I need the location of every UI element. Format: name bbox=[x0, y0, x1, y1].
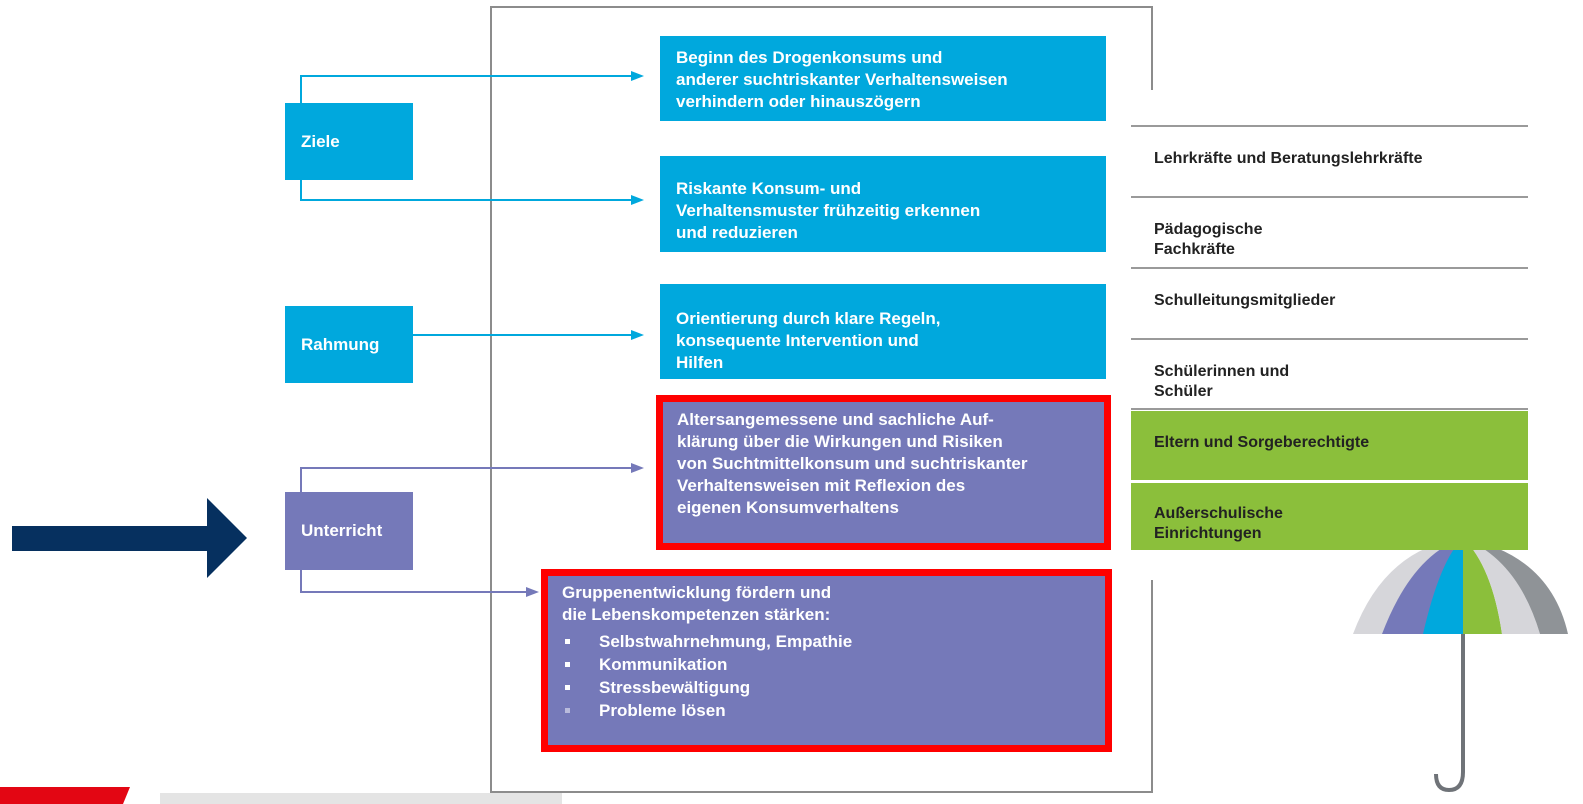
goal-text-line: Altersangemessene und sachliche Auf- bbox=[677, 410, 994, 429]
side-label-text: Ziele bbox=[301, 131, 340, 151]
arrowhead-ziele-goal2 bbox=[631, 195, 644, 205]
audience-pedagogical-staff: Pädagogische Fachkräfte bbox=[1154, 220, 1262, 260]
goal-text-line: Hilfen bbox=[676, 353, 724, 372]
goal-text-line: Riskante Konsum- und bbox=[676, 179, 862, 198]
list-item: Kommunikation bbox=[562, 653, 1093, 676]
list-item-text: Probleme lösen bbox=[599, 701, 726, 720]
bullet-square-icon bbox=[565, 685, 570, 690]
goal-text-line: klärung über die Wirkungen und Risiken bbox=[677, 432, 1003, 451]
divider-line bbox=[1131, 196, 1528, 198]
arrowhead-ziele-goal1 bbox=[631, 71, 644, 81]
goal-text-line: Verhaltensweisen mit Reflexion des bbox=[677, 476, 966, 495]
goal-text-line: Orientierung durch klare Regeln, bbox=[676, 309, 941, 328]
goal-box-early-detection: Riskante Konsum- und Verhaltensmuster fr… bbox=[660, 156, 1106, 252]
audience-teachers: Lehrkräfte und Beratungslehrkräfte bbox=[1154, 149, 1423, 169]
arrowhead-unterricht-goal4 bbox=[631, 463, 644, 473]
audience-text-line: Pädagogische bbox=[1154, 221, 1263, 238]
list-item-text: Selbstwahrnehmung, Empathie bbox=[599, 632, 853, 651]
arrowhead-unterricht-goal5 bbox=[526, 587, 539, 597]
list-item-text: Stressbewältigung bbox=[599, 678, 751, 697]
life-skills-list: Selbstwahrnehmung, Empathie Kommunikatio… bbox=[562, 630, 1093, 722]
audience-text-line: Eltern und Sorgeberechtigte bbox=[1154, 434, 1370, 451]
audience-text-line: Fachkräfte bbox=[1154, 241, 1235, 258]
audience-parents bbox=[1131, 411, 1528, 480]
red-corner-shape bbox=[0, 787, 130, 804]
audience-text-line: Einrichtungen bbox=[1154, 525, 1262, 542]
goal-text-line: anderer suchtriskanter Verhaltensweisen bbox=[676, 70, 1008, 89]
divider-line bbox=[1131, 408, 1528, 410]
umbrella-icon bbox=[1353, 530, 1568, 793]
goal-text-line: eigenen Konsumverhaltens bbox=[677, 498, 900, 517]
audience-parents-label: Eltern und Sorgeberechtigte bbox=[1154, 433, 1369, 453]
goal-box-life-skills: Gruppenentwicklung fördern und die Leben… bbox=[541, 569, 1112, 752]
audience-text-line: Schulleitungsmitglieder bbox=[1154, 292, 1336, 309]
bullet-square-icon bbox=[565, 639, 570, 644]
goal-text-line: verhindern oder hinauszögern bbox=[676, 92, 921, 111]
goal-text-line: von Suchtmittelkonsum und suchtriskanter bbox=[677, 454, 1028, 473]
side-label-ziele: Ziele bbox=[285, 103, 413, 180]
audience-students: Schülerinnen und Schüler bbox=[1154, 362, 1289, 402]
connector-unterricht-goal5 bbox=[300, 570, 527, 593]
divider-line bbox=[1131, 267, 1528, 269]
audience-text-line: Schüler bbox=[1154, 383, 1213, 400]
audience-external-label: Außerschulische Einrichtungen bbox=[1154, 504, 1283, 544]
audience-text-line: Lehrkräfte und Beratungslehrkräfte bbox=[1154, 150, 1423, 167]
side-label-unterricht: Unterricht bbox=[285, 492, 413, 570]
side-label-text: Rahmung bbox=[301, 334, 380, 354]
goal-text-line: Verhaltensmuster frühzeitig erkennen bbox=[676, 201, 981, 220]
goal-text-line: Gruppenentwicklung fördern und bbox=[562, 583, 832, 602]
goal-box-prevention: Beginn des Drogenkonsums und anderer suc… bbox=[660, 36, 1106, 121]
side-label-text: Unterricht bbox=[301, 521, 383, 540]
list-item-text: Kommunikation bbox=[599, 655, 728, 674]
bullet-square-icon bbox=[565, 708, 570, 713]
gray-bottom-strip bbox=[160, 793, 562, 804]
divider-line bbox=[1131, 338, 1528, 340]
audience-text-line: Außerschulische bbox=[1154, 505, 1283, 522]
big-arrow-icon bbox=[12, 498, 247, 578]
bullet-square-icon bbox=[565, 662, 570, 667]
connector-ziele-goal2 bbox=[300, 180, 632, 201]
audience-external-institutions bbox=[1131, 483, 1528, 550]
goal-box-orientation: Orientierung durch klare Regeln, konsequ… bbox=[660, 284, 1106, 379]
connector-unterricht-goal4 bbox=[300, 467, 632, 492]
list-item: Selbstwahrnehmung, Empathie bbox=[562, 630, 1093, 653]
goal-box-education: Altersangemessene und sachliche Auf- klä… bbox=[656, 395, 1111, 550]
audience-text-line: Schülerinnen und bbox=[1154, 363, 1290, 380]
goal-text-line: Beginn des Drogenkonsums und bbox=[676, 48, 943, 67]
goal-text-line: die Lebenskompetenzen stärken: bbox=[562, 605, 831, 624]
side-label-rahmung: Rahmung bbox=[285, 306, 413, 383]
content-frame bbox=[490, 6, 1153, 793]
goal-text-line: konsequente Intervention und bbox=[676, 331, 919, 350]
list-item: Stressbewältigung bbox=[562, 676, 1093, 699]
arrowhead-rahmung-goal3 bbox=[631, 330, 644, 340]
audience-school-management: Schulleitungsmitglieder bbox=[1154, 291, 1335, 311]
list-item: Probleme lösen bbox=[562, 699, 1093, 722]
divider-line bbox=[1131, 125, 1528, 127]
goal-text-line: und reduzieren bbox=[676, 223, 798, 242]
connector-ziele-goal1 bbox=[300, 75, 632, 103]
